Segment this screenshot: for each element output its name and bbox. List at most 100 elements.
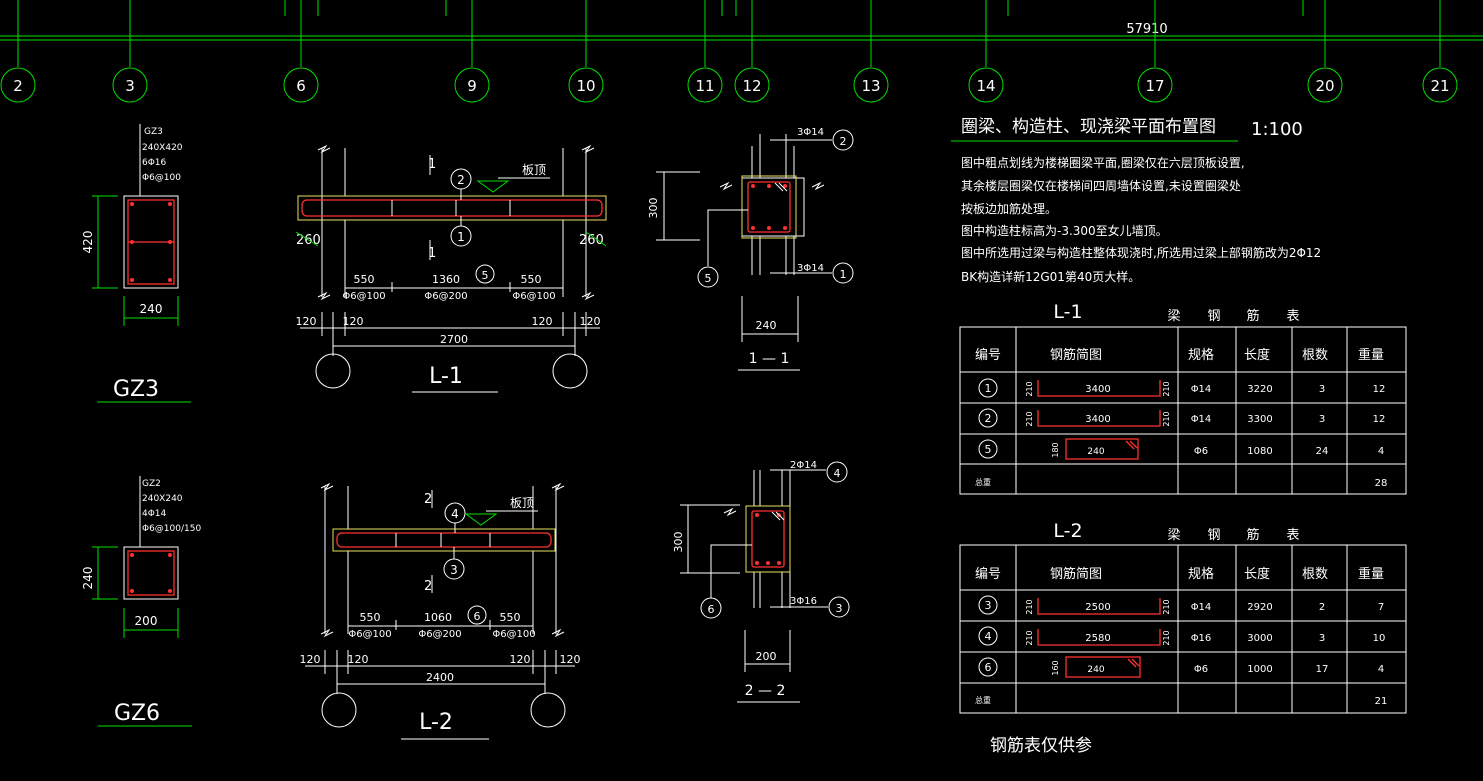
s11-tag-2: 2	[840, 135, 847, 148]
table-l1-header-count: 根数	[1302, 348, 1328, 363]
table-row[interactable]: 2 210 3400 210 Φ14 3300 3 12	[978, 408, 1386, 428]
grid-axis-20[interactable]: 20	[1307, 0, 1343, 103]
gz3-column-detail[interactable]: GZ3 240X420 6Φ16 Φ6@100 420 240 GZ3	[81, 124, 191, 403]
drawing-scale: 1:100	[1251, 119, 1303, 140]
grid-axis-2[interactable]: 2	[0, 0, 36, 103]
gz3-label: GZ3	[113, 377, 159, 402]
l1-bar-tag-5: 5	[482, 269, 489, 282]
l1-c120-1: 120	[296, 315, 317, 328]
table-row[interactable]: 1 210 3400 210 Φ14 3220 3 12	[978, 378, 1385, 398]
table-row[interactable]: 6 160 240 Φ6 1000 17 4	[978, 656, 1384, 678]
l1-c120-4: 120	[580, 315, 601, 328]
l2-bar-tag-4: 4	[451, 507, 459, 521]
row-dim: 2580	[1085, 633, 1110, 644]
row-dim: 2500	[1085, 602, 1110, 613]
row-dim: 240	[1087, 665, 1104, 675]
row-no: 6	[985, 661, 992, 674]
rebar-table-l2[interactable]: L-2 梁 钢 筋 表 编号 钢筋简图 规格 长度 根数 重量 3 210 25…	[959, 520, 1407, 714]
l1-c120-3: 120	[532, 315, 553, 328]
gz3-height-dim: 420	[81, 231, 95, 254]
grid-axis-label: 17	[1145, 77, 1164, 95]
grid-axis-9[interactable]: 9	[454, 0, 490, 103]
l1-dim-left: 550	[354, 273, 375, 286]
table-l1-header-diagram: 钢筋简图	[1050, 347, 1102, 363]
row-spec: Φ16	[1191, 633, 1212, 644]
table-l2-title-3: 筋	[1246, 527, 1259, 543]
l1-c120-2: 120	[343, 315, 364, 328]
grid-axis-14[interactable]: 14	[968, 0, 1004, 103]
gz3-width-dim: 240	[140, 302, 163, 316]
table-l1-title-4: 表	[1286, 309, 1299, 324]
gz6-size: 240X240	[142, 494, 183, 504]
table-l2-header-no: 编号	[975, 567, 1001, 582]
l2-stirrup-mid: Φ6@200	[418, 629, 461, 640]
row-hook: 180	[1051, 442, 1060, 457]
l2-stirrup-right: Φ6@100	[492, 629, 535, 640]
l2-dim-mid: 1060	[424, 611, 452, 624]
grid-axis-11[interactable]: 11	[687, 0, 723, 103]
s11-label: 1 — 1	[749, 351, 790, 367]
l1-bar-tag-2: 2	[457, 173, 465, 187]
section-2-2[interactable]: 2Φ14 4 3Φ16 3 6 300 200 2 — 2	[672, 460, 850, 703]
grid-axis-13[interactable]: 13	[853, 0, 889, 103]
table-l2-title-1: 梁	[1167, 528, 1180, 543]
section-1-1[interactable]: 3Φ14 2 3Φ14 1 5 300 240 1 — 1	[647, 127, 854, 371]
s22-tag-3: 3	[836, 602, 843, 615]
s11-top-rebar: 3Φ14	[797, 127, 824, 138]
gz6-stirrup: Φ6@100/150	[142, 524, 201, 534]
l2-section-mark-top: 2	[424, 492, 432, 507]
grid-axis-label: 2	[13, 77, 23, 95]
table-l1-name: L-1	[1053, 301, 1082, 323]
gz6-width-dim: 200	[135, 614, 158, 628]
l2-bar-tag-6: 6	[474, 610, 481, 623]
l2-section-mark-bottom: 2	[424, 579, 432, 594]
row-hook: 210	[1025, 630, 1034, 645]
l1-dim-right: 550	[521, 273, 542, 286]
row-length: 1000	[1247, 664, 1272, 675]
row-hook: 160	[1051, 660, 1060, 675]
l2-c120-3: 120	[510, 653, 531, 666]
s22-tag-6: 6	[708, 603, 715, 616]
table-l1-header-length: 长度	[1244, 347, 1270, 363]
s11-tag-5: 5	[705, 272, 712, 285]
row-count: 2	[1319, 602, 1325, 613]
beam-l2-elevation[interactable]: 2 2 4 3 板顶 6 550 1060 550 Φ6@100 Φ6@200 …	[300, 482, 581, 740]
note-line-3: 按板边加筋处理。	[961, 201, 1057, 216]
beam-l1-elevation[interactable]: 1 1 2 1 板顶 260 260 5 550 1360 550 Φ6@100…	[296, 144, 607, 393]
table-l2-header-spec: 规格	[1188, 566, 1214, 582]
drawing-title-block: 圈梁、构造柱、现浇梁平面布置图 1:100	[951, 117, 1303, 142]
row-weight: 12	[1373, 414, 1386, 425]
table-row[interactable]: 4 210 2580 210 Φ16 3000 3 10	[978, 626, 1385, 646]
table-l1-header-weight: 重量	[1358, 347, 1384, 363]
row-no: 2	[985, 412, 992, 425]
s11-bottom-rebar: 3Φ14	[797, 263, 824, 274]
table-l2-header-count: 根数	[1302, 567, 1328, 582]
l1-bar-tag-1: 1	[457, 230, 465, 244]
grid-axis-17[interactable]: 17	[1137, 0, 1173, 103]
table-l1-header-no: 编号	[975, 348, 1001, 363]
grid-axis-10[interactable]: 10	[568, 0, 604, 103]
note-line-2: 其余楼层圈梁仅在楼梯间四周墙体设置,未设置圈梁处	[961, 178, 1241, 193]
table-l2-title-4: 表	[1286, 528, 1299, 543]
s22-bottom-rebar: 3Φ16	[790, 596, 817, 607]
gz3-main-rebar: 6Φ16	[142, 158, 167, 168]
l2-dim-right: 550	[500, 611, 521, 624]
gz6-column-detail[interactable]: GZ2 240X240 4Φ14 Φ6@100/150 240 200 GZ6	[81, 476, 201, 727]
grid-axis-21[interactable]: 21	[1422, 0, 1458, 103]
l2-c120-1: 120	[300, 653, 321, 666]
s22-tag-4: 4	[834, 467, 841, 480]
rebar-table-l1[interactable]: L-1 梁 钢 筋 表 编号 钢筋简图 规格 长度 根数 重量 1 210 34…	[959, 301, 1407, 495]
row-spec: Φ14	[1191, 414, 1212, 425]
table-row[interactable]: 3 210 2500 210 Φ14 2920 2 7	[978, 595, 1384, 615]
table-l1-total: 28	[1375, 478, 1388, 489]
row-length: 3000	[1247, 633, 1272, 644]
grid-axis-label: 21	[1430, 77, 1449, 95]
grid-axis-6[interactable]: 6	[283, 0, 319, 103]
grid-axis-12[interactable]: 12	[734, 0, 770, 103]
table-l2-total-label: 总重	[975, 695, 991, 705]
grid-axis-label: 12	[742, 77, 761, 95]
grid-axis-3[interactable]: 3	[112, 0, 148, 103]
table-row[interactable]: 5 180 240 Φ6 1080 24 4	[978, 438, 1384, 460]
gz6-label: GZ6	[114, 701, 160, 726]
